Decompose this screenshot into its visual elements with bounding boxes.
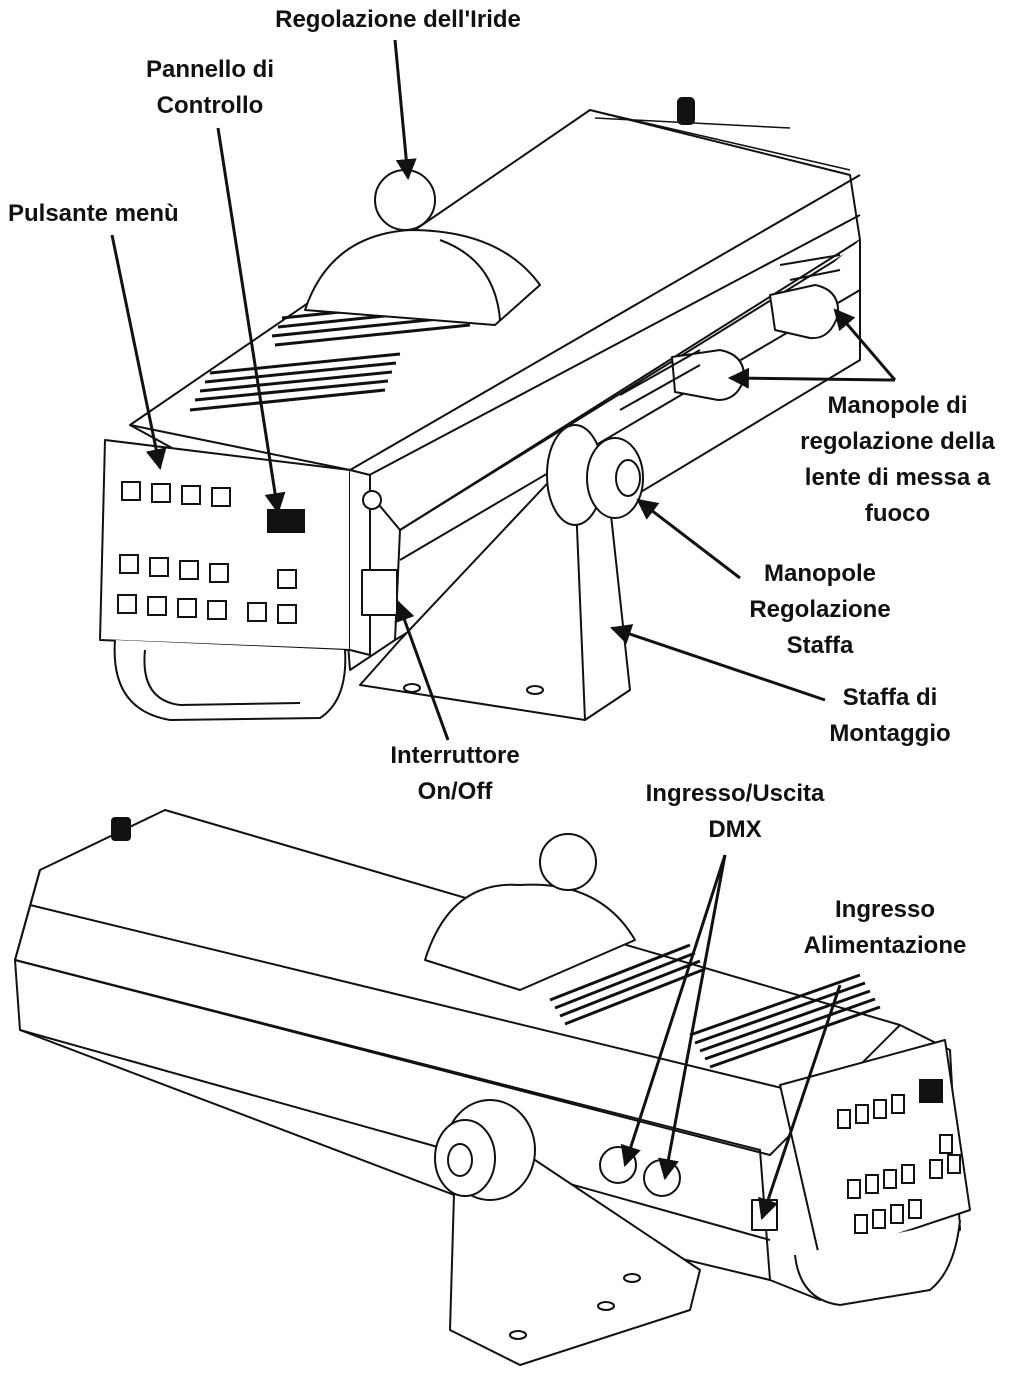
arrow-mount-bracket: [610, 624, 826, 702]
label-mount-bracket: Staffa di Montaggio: [829, 684, 951, 747]
arrow-dmx-1: [620, 854, 727, 1167]
label-iris: Regolazione dell'Iride: [275, 6, 521, 33]
label-bracket-knobs: Manopole Regolazione Staffa: [749, 560, 891, 659]
top-fixture: [99, 97, 861, 721]
label-menu-button: Pulsante menù: [8, 200, 179, 227]
arrow-power-switch: [394, 600, 450, 741]
arrow-menu-button: [110, 234, 167, 471]
top-panel-buttons: [117, 481, 305, 624]
focus-knobs: [619, 254, 841, 411]
arrow-focus-1: [833, 308, 897, 381]
arrow-focus-2: [727, 367, 896, 389]
label-control-panel: Pannello di Controllo: [145, 56, 274, 119]
arrow-bracket-knob: [636, 498, 741, 580]
label-power-input: Ingresso Alimentazione: [803, 896, 967, 959]
label-focus-knobs: Manopole di regolazione della lente di m…: [800, 392, 995, 527]
callout-arrows: [110, 39, 897, 1220]
lcd-display: [267, 509, 305, 533]
iris-ball: [374, 169, 436, 231]
label-dmx: Ingresso/Uscita DMX: [645, 780, 825, 843]
iris-dome-bottom: [424, 883, 636, 991]
arrow-control-panel: [216, 127, 286, 515]
rear-panel-buttons: [837, 1079, 961, 1234]
bottom-vents: [549, 943, 881, 1069]
dmx-out-connector: [643, 1159, 681, 1197]
arrow-iris: [393, 39, 417, 181]
label-power-switch: Interruttore On/Off: [390, 742, 520, 805]
arrow-dmx-2: [658, 854, 727, 1181]
top-post: [677, 97, 695, 125]
bottom-fixture: [14, 809, 971, 1366]
arrow-power-input: [758, 984, 842, 1220]
